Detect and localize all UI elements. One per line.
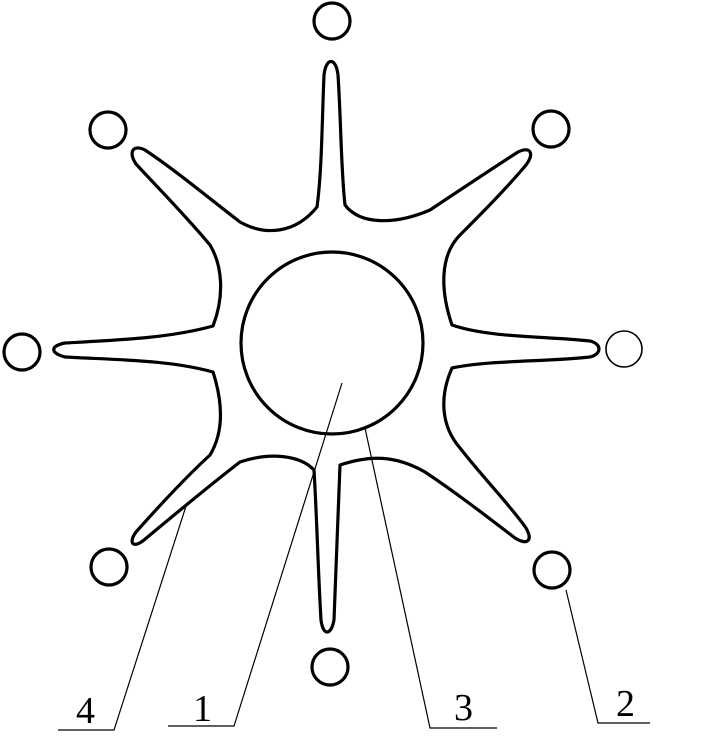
- tip-circle-right: [605, 330, 643, 368]
- tip-circle-top: [312, 1, 352, 41]
- leader-lines: [58, 382, 650, 731]
- tip-circle-bottom-left: [89, 547, 129, 587]
- center-circle: [239, 250, 425, 436]
- label-2: 2: [616, 683, 635, 725]
- tip-circle-top-left: [88, 110, 128, 150]
- label-1: 1: [193, 688, 212, 730]
- label-3: 3: [454, 687, 473, 729]
- leader-line-2: [565, 589, 650, 724]
- label-4: 4: [76, 690, 95, 732]
- tip-circle-top-right: [531, 109, 571, 149]
- leader-line-1: [168, 382, 343, 727]
- tip-circle-left: [2, 332, 42, 372]
- star-outline: [52, 59, 601, 634]
- leader-line-3: [364, 427, 497, 729]
- tip-circle-bottom-right: [532, 550, 572, 590]
- tip-circle-bottom: [310, 647, 350, 687]
- leader-line-4: [58, 502, 188, 731]
